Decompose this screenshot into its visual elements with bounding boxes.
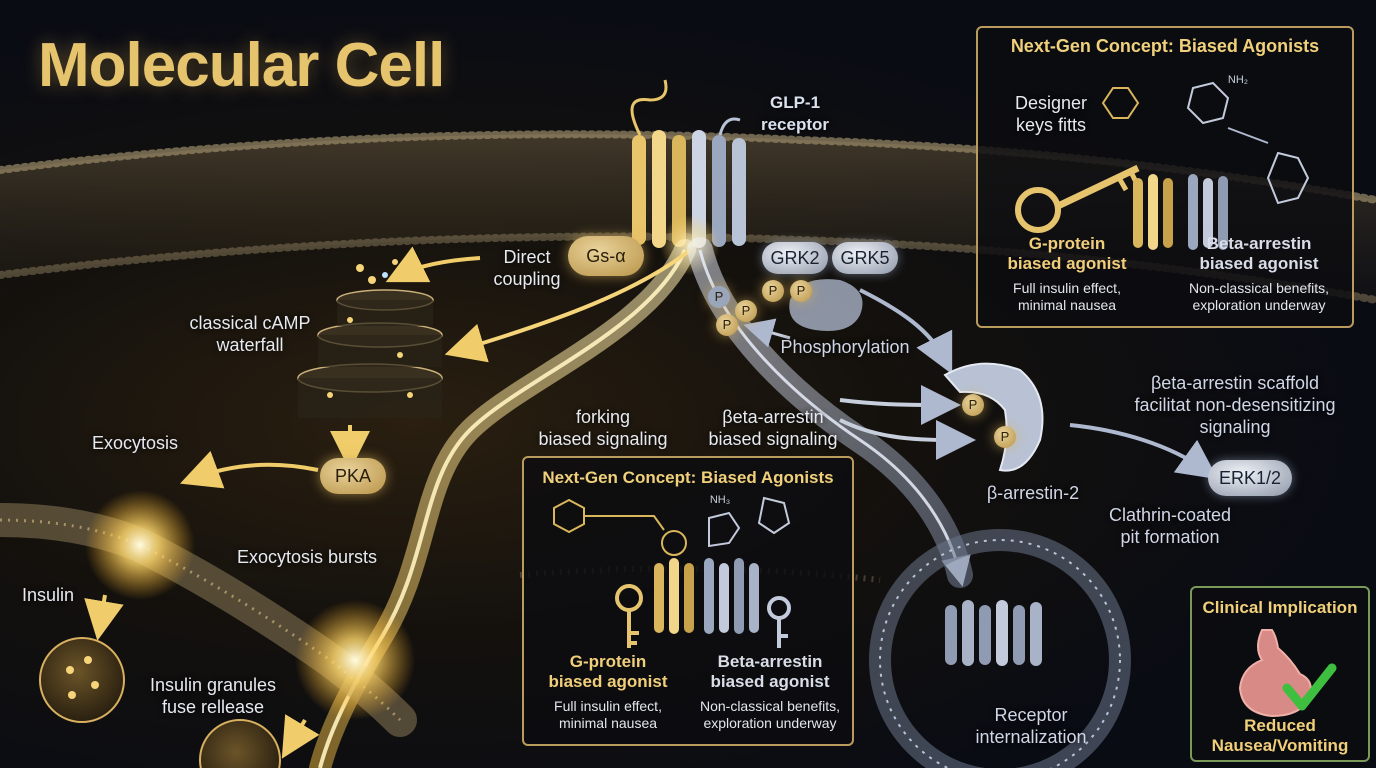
biased-agonists-panel-top: Next-Gen Concept: Biased Agonists Design…: [976, 26, 1354, 328]
internalization-label: Receptor internalization: [975, 705, 1087, 747]
camp-label: classical cAMP waterfall: [189, 313, 311, 355]
exocytosis-label: Exocytosis: [91, 433, 179, 453]
panel-top-b-desc: Non-classical benefits, exploration unde…: [1188, 280, 1330, 313]
clinical-implication-panel: Clinical Implication Reduced Nausea/Vomi…: [1190, 586, 1370, 762]
clathrin-label: Clathrin-coated pit formation: [1108, 505, 1232, 547]
scaffold-label: βeta-arrestin scaffold facilitat non-des…: [1134, 373, 1336, 437]
panel-top-g-head: G-protein biased agonist: [1007, 234, 1127, 273]
designer-keys-label: Designer keys fitts: [1014, 93, 1088, 135]
panel-mid-g-head: G-protein biased agonist: [548, 652, 668, 691]
gs-alpha-node: Gs-α: [568, 236, 644, 276]
exocytosis-bursts-label: Exocytosis bursts: [236, 547, 378, 567]
phospho-p5: P: [790, 280, 812, 302]
phosphorylation-label: Phosphorylation: [780, 337, 910, 357]
nh3-label: NH₃: [709, 494, 731, 506]
arrestin-p2: P: [994, 426, 1016, 448]
erk-node: ERK1/2: [1208, 460, 1292, 496]
glp1-receptor-helices: [630, 79, 746, 275]
beta-signaling-label: βeta-arrestin biased signaling: [708, 407, 838, 449]
nh2-label: NH₂: [1227, 74, 1249, 86]
panel-top-b-head: Beta-arrestin biased agonist: [1199, 234, 1319, 273]
phospho-p3: P: [716, 314, 738, 336]
phospho-p1: P: [708, 286, 730, 308]
internalized-receptor: [945, 600, 1042, 666]
direct-coupling-label: Direct coupling: [493, 247, 561, 289]
page-title: Molecular Cell: [38, 31, 445, 100]
panel-top-title: Next-Gen Concept: Biased Agonists: [1010, 36, 1320, 56]
stomach-check-icon: [1238, 629, 1337, 718]
panel-mid-b-head: Beta-arrestin biased agonist: [710, 652, 830, 691]
camp-waterfall: [297, 259, 443, 471]
panel-mid-g-desc: Full insulin effect, minimal nausea: [554, 698, 662, 731]
forking-label: forking biased signaling: [538, 407, 668, 449]
receptor-label: GLP-1 receptor: [760, 93, 830, 134]
clinical-title: Clinical Implication: [1202, 598, 1358, 617]
arrestin-p1: P: [962, 394, 984, 416]
panel-top-art: [1015, 81, 1310, 250]
grk2-node: GRK2: [762, 242, 828, 274]
phospho-p4: P: [762, 280, 784, 302]
panel-top-g-desc: Full insulin effect, minimal nausea: [1013, 280, 1121, 313]
arrestin-label: β-arrestin-2: [986, 483, 1080, 503]
granules-label: Insulin granules fuse rellease: [149, 675, 277, 717]
clinical-text: Reduced Nausea/Vomiting: [1211, 716, 1349, 755]
panel-mid-art: [553, 496, 791, 648]
insulin-label: Insulin: [21, 585, 75, 605]
pka-node: PKA: [320, 458, 386, 494]
panel-mid-b-desc: Non-classical benefits, exploration unde…: [699, 698, 841, 731]
biased-agonists-panel-mid: Next-Gen Concept: Biased Agonists NH₃ G-…: [522, 456, 854, 746]
panel-mid-title: Next-Gen Concept: Biased Agonists: [542, 468, 834, 487]
grk5-node: GRK5: [832, 242, 898, 274]
phospho-p2: P: [735, 300, 757, 322]
